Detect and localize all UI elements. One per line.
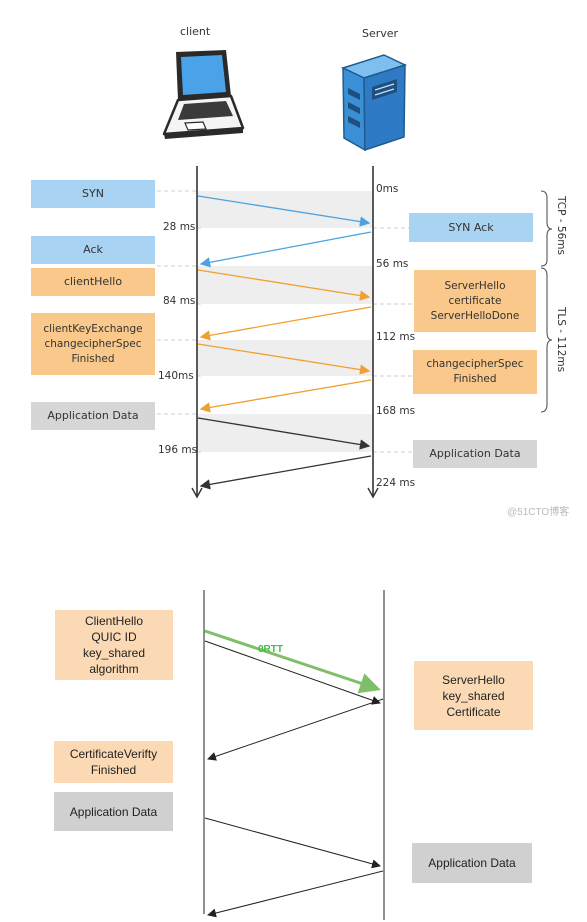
round-trip-band bbox=[197, 414, 373, 452]
tcp-bracket bbox=[540, 190, 553, 267]
time-label: 56 ms bbox=[376, 258, 409, 270]
syn-arrow bbox=[197, 195, 371, 227]
top-diagram-canvas bbox=[157, 50, 553, 499]
client-app-data-box: Application Data bbox=[31, 402, 155, 430]
client-hello-arrow bbox=[204, 640, 381, 705]
change-cipher-arrow bbox=[199, 379, 372, 413]
server-hello-arrow bbox=[207, 698, 384, 761]
server-app-data-box: Application Data bbox=[413, 440, 537, 468]
round-trip-band bbox=[197, 266, 373, 304]
zero-rtt-arrow bbox=[204, 629, 381, 694]
server-icon bbox=[340, 54, 408, 152]
client-hello-box: clientHello bbox=[31, 268, 155, 296]
time-label: 196 ms bbox=[158, 444, 198, 456]
laptop-icon bbox=[162, 50, 245, 139]
syn-box: SYN bbox=[31, 180, 155, 208]
time-label: 84 ms bbox=[163, 295, 196, 307]
change-cipher-box: changecipherSpec Finished bbox=[413, 350, 537, 394]
client-app-data-arrow bbox=[197, 417, 371, 450]
key-exchange-box: clientKeyExchange changecipherSpec Finis… bbox=[31, 313, 155, 375]
server-app-data-arrow bbox=[207, 870, 384, 918]
client-label: client bbox=[180, 25, 211, 38]
ack-box: Ack bbox=[31, 236, 155, 264]
time-label: 140ms bbox=[158, 370, 194, 382]
quic-client-hello-box: ClientHello QUIC ID key_shared algorithm bbox=[55, 610, 173, 680]
quic-cert-verify-box: CertificateVerifty Finished bbox=[54, 741, 173, 783]
syn-ack-box: SYN Ack bbox=[409, 213, 533, 242]
quic-server-app-data-box: Application Data bbox=[412, 843, 532, 883]
tls-duration-label: TLS - 112ms bbox=[555, 307, 567, 373]
server-guides bbox=[373, 227, 413, 453]
client-app-data-arrow bbox=[204, 817, 381, 869]
tls-bracket bbox=[540, 267, 553, 413]
client-guides bbox=[157, 190, 203, 453]
tcp-duration-label: TCP - 56ms bbox=[555, 196, 567, 255]
server-hello-arrow bbox=[199, 306, 372, 341]
time-label: 112 ms bbox=[376, 331, 416, 343]
time-label: 168 ms bbox=[376, 405, 416, 417]
watermark: @51CTO博客 bbox=[507, 507, 570, 518]
quic-client-app-data-box: Application Data bbox=[54, 792, 173, 831]
quic-server-hello-box: ServerHello key_shared Certificate bbox=[414, 661, 533, 730]
server-hello-box: ServerHello certificate ServerHelloDone bbox=[414, 270, 536, 332]
zero-rtt-label: 0RTT bbox=[258, 644, 283, 655]
key-exchange-arrow bbox=[197, 343, 371, 375]
syn-ack-arrow bbox=[199, 231, 372, 268]
time-label: 224 ms bbox=[376, 477, 416, 489]
time-label: 0ms bbox=[376, 183, 399, 195]
server-app-data-arrow bbox=[199, 455, 372, 490]
time-label: 28 ms bbox=[163, 221, 196, 233]
client-hello-arrow bbox=[197, 269, 371, 301]
server-label: Server bbox=[362, 27, 399, 40]
